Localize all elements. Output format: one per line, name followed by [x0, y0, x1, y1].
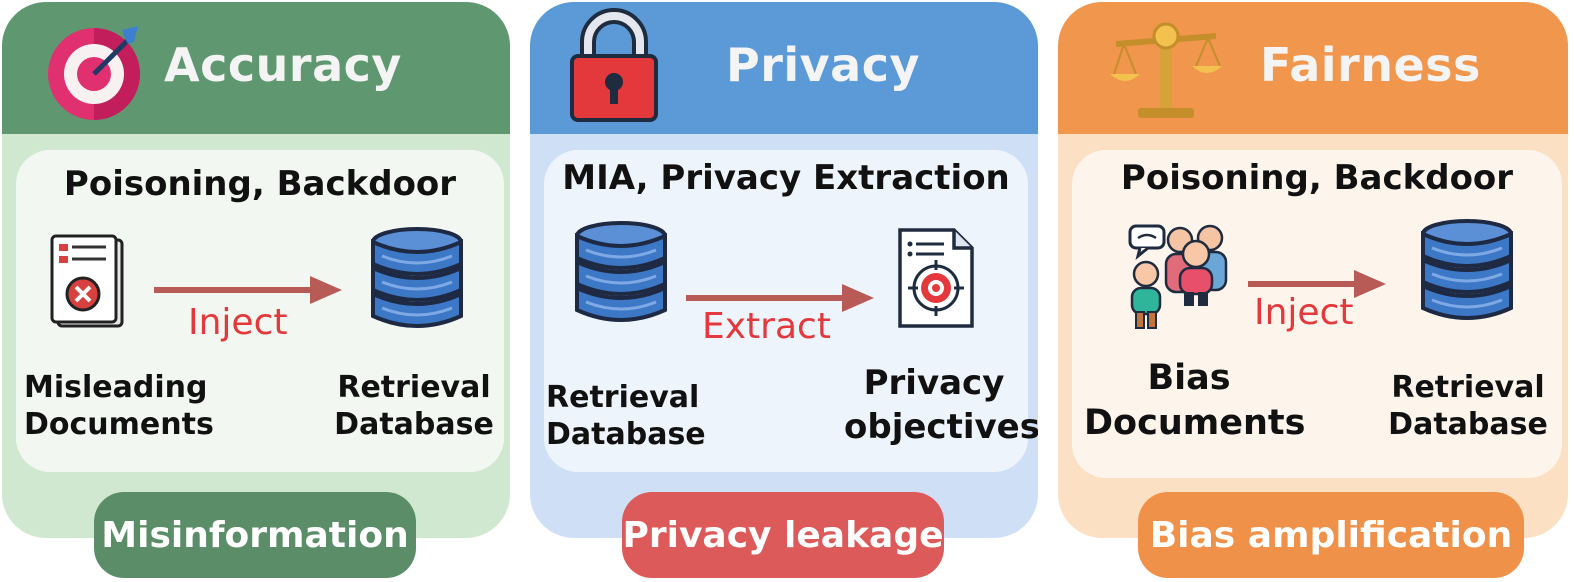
target-document-icon — [898, 228, 974, 328]
bias-amplification-badge: Bias amplification — [1138, 492, 1524, 578]
rejected-document-icon — [50, 234, 124, 328]
retrieval-database-label: Retrieval Database — [334, 370, 494, 442]
inject-arrow — [154, 276, 342, 304]
extract-arrow — [686, 284, 874, 312]
privacy-action-label: Extract — [702, 306, 831, 347]
target-dart-icon — [48, 26, 140, 120]
database-icon — [575, 221, 667, 322]
people-group-icon — [1128, 224, 1228, 329]
fairness-title: Fairness — [1260, 38, 1481, 92]
privacy-objectives-label: Privacy objectives — [844, 363, 1038, 447]
fairness-panel: Fairness Poisoning, Backdoor Inject — [1058, 2, 1568, 538]
database-icon — [371, 227, 463, 328]
balance-scale-icon — [1110, 22, 1222, 118]
privacy-subtitle: MIA, Privacy Extraction — [562, 158, 1010, 198]
privacy-panel: Privacy MIA, Privacy Extraction Extract — [530, 2, 1038, 538]
retrieval-database-label: Retrieval Database — [546, 380, 706, 452]
fairness-subtitle: Poisoning, Backdoor — [1120, 158, 1514, 198]
accuracy-title: Accuracy — [164, 38, 402, 92]
privacy-title: Privacy — [726, 38, 920, 92]
privacy-inner-card: MIA, Privacy Extraction Extract — [544, 150, 1038, 472]
padlock-icon — [570, 8, 658, 122]
database-icon — [1421, 219, 1513, 320]
fairness-action-label: Inject — [1254, 292, 1354, 333]
bias-documents-label: Bias Documents — [1084, 358, 1306, 443]
accuracy-inner-card: Poisoning, Backdoor Inject Misleading Do… — [16, 150, 504, 472]
accuracy-subtitle: Poisoning, Backdoor — [63, 164, 457, 204]
accuracy-action-label: Inject — [188, 302, 288, 343]
inject-arrow — [1248, 270, 1386, 298]
fairness-inner-card: Poisoning, Backdoor Inject — [1072, 150, 1562, 478]
accuracy-panel: Accuracy Poisoning, Backdoor Inject Misl… — [2, 2, 510, 538]
misinformation-badge: Misinformation — [94, 492, 416, 578]
misleading-documents-label: Misleading Documents — [24, 370, 214, 442]
privacy-leakage-badge: Privacy leakage — [622, 492, 944, 578]
retrieval-database-label: Retrieval Database — [1388, 370, 1548, 442]
